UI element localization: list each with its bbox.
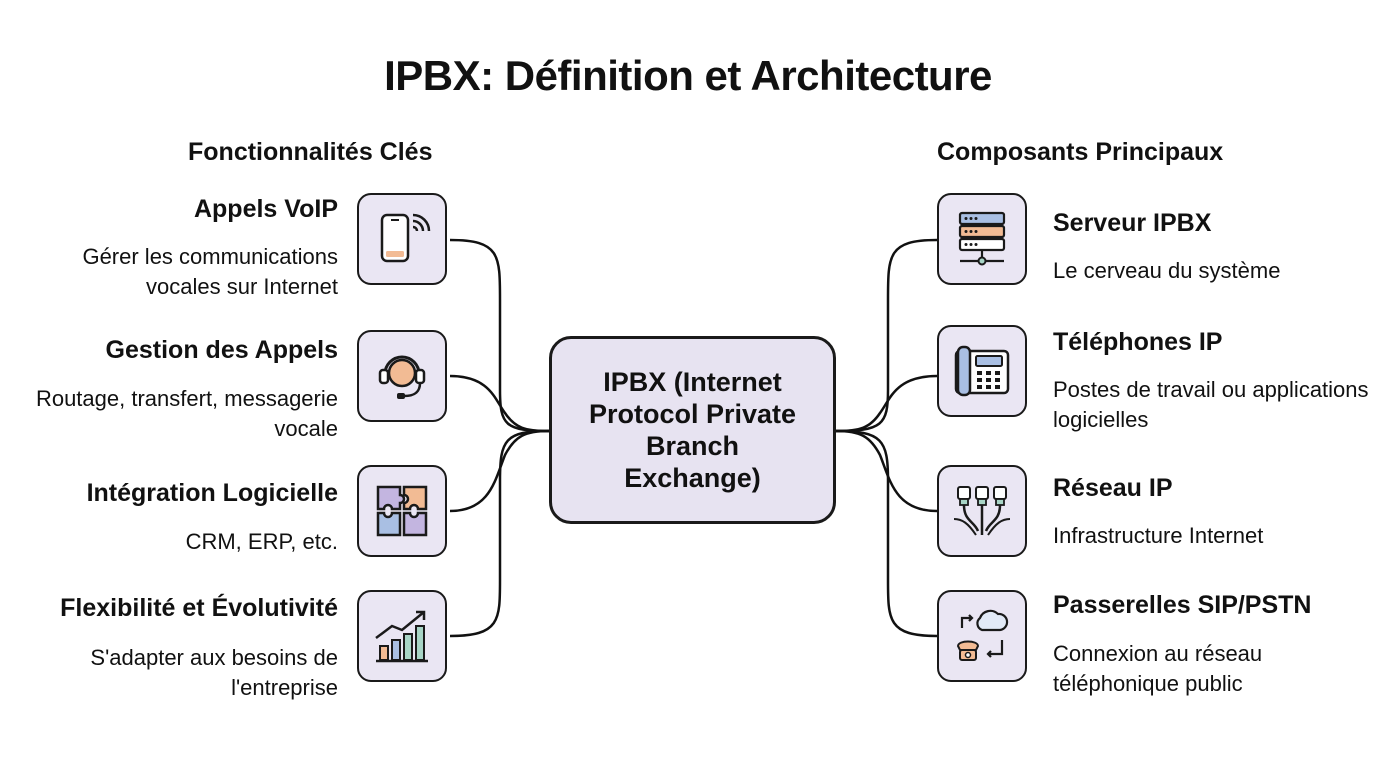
connector-right-4 [835,429,938,638]
component-desc-ip-network: Infrastructure Internet [1053,523,1264,548]
center-node-label: IPBX (Internet Protocol Private Branch E… [588,367,797,493]
component-icon-box-server [937,193,1027,285]
component-desc-gateways: Connexion au réseau téléphonique public [1053,641,1263,696]
connector-right-1 [835,238,938,433]
component-icon-box-ip-phones [937,325,1027,417]
diagram-title: IPBX: Définition et Architecture [384,52,992,99]
feature-desc-voip: Gérer les communications vocales sur Int… [82,244,338,299]
connector-right-2 [835,374,938,433]
feature-title-voip: Appels VoIP [193,195,338,223]
connector-left-4 [449,429,550,638]
connector-left-1 [449,238,550,433]
feature-icon-box-call-management [357,330,447,422]
feature-icon-box-flexibility [357,590,447,682]
component-title-ip-phones: Téléphones IP [1053,328,1223,356]
server-icon [958,211,1006,266]
feature-desc-flexibility: S'adapter aux besoins de l'entreprise [90,645,338,700]
feature-title-flexibility: Flexibilité et Évolutivité [60,594,338,622]
connector-left-2 [449,374,550,433]
feature-icon-box-voip [357,193,447,285]
feature-desc-integration: CRM, ERP, etc. [185,529,338,554]
growth-chart-icon [375,610,428,663]
puzzle-icon [376,485,428,537]
feature-title-integration: Intégration Logicielle [86,479,338,507]
smartphone-wifi-icon [380,213,431,263]
network-cables-icon [953,486,1011,536]
feature-desc-call-management: Routage, transfert, messagerie vocale [35,386,338,441]
center-node: IPBX (Internet Protocol Private Branch E… [549,336,836,524]
component-icon-box-gateways [937,590,1027,682]
connector-right-3 [835,429,938,513]
component-title-server: Serveur IPBX [1053,209,1212,237]
right-section-heading: Composants Principaux [937,138,1224,166]
component-desc-ip-phones: Postes de travail ou applications logici… [1053,377,1369,432]
headset-agent-icon [378,355,426,399]
gateway-cloud-phone-icon [956,609,1009,661]
component-title-ip-network: Réseau IP [1053,474,1173,502]
component-icon-box-ip-network [937,465,1027,557]
component-title-gateways: Passerelles SIP/PSTN [1053,591,1312,619]
left-section-heading: Fonctionnalités Clés [188,138,433,166]
feature-icon-box-integration [357,465,447,557]
feature-title-call-management: Gestion des Appels [105,336,338,364]
desk-phone-icon [954,345,1010,397]
component-desc-server: Le cerveau du système [1053,258,1281,283]
